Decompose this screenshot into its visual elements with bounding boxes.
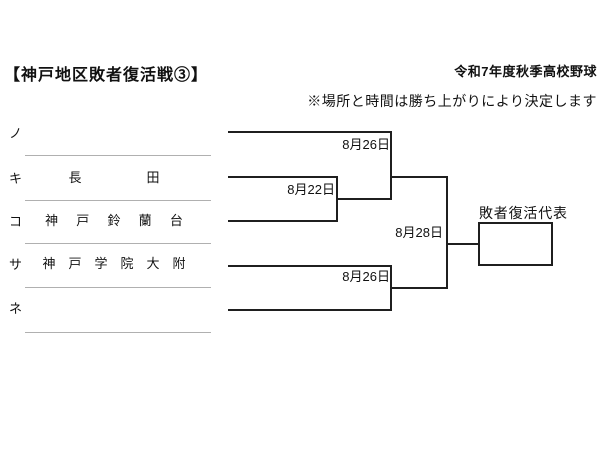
team-name-char: 鈴 bbox=[107, 213, 121, 228]
team-name-char: 神 bbox=[45, 213, 59, 228]
team-seed: ノ bbox=[9, 126, 23, 141]
team-seed: ネ bbox=[9, 301, 23, 316]
bracket-winner-line-semi-top bbox=[390, 176, 448, 178]
team-name: 神戸鈴蘭台 bbox=[36, 214, 192, 228]
match-date-semi-bottom: 8月26日 bbox=[342, 269, 390, 284]
team-underline bbox=[25, 332, 211, 333]
team-name bbox=[36, 126, 192, 140]
schedule-note: ※場所と時間は勝ち上がりにより決定します bbox=[307, 93, 597, 109]
team-name-char: 長 bbox=[68, 170, 82, 185]
team-name-char: 戸 bbox=[68, 256, 82, 271]
match-date-quarter: 8月22日 bbox=[287, 182, 335, 197]
team-name-char: 戸 bbox=[76, 213, 90, 228]
team-name: 神戸学院大附 bbox=[36, 257, 192, 271]
bracket-line-row1 bbox=[228, 131, 391, 133]
tournament-title: 令和7年度秋季高校野球 bbox=[454, 64, 597, 79]
team-name bbox=[36, 301, 192, 315]
match-date-semi-top: 8月26日 bbox=[342, 137, 390, 152]
page-title: 【神戸地区敗者復活戦③】 bbox=[4, 67, 209, 84]
team-name-char: 田 bbox=[146, 170, 160, 185]
team-name-char: 台 bbox=[169, 213, 183, 228]
team-name: 長田 bbox=[36, 171, 192, 185]
bracket-line-row5 bbox=[228, 309, 391, 311]
team-underline bbox=[25, 287, 211, 288]
team-underline bbox=[25, 155, 211, 156]
bracket-winner-line-quarter bbox=[336, 198, 392, 200]
bracket-line-row2 bbox=[228, 176, 337, 178]
winner-box bbox=[478, 222, 553, 266]
bracket-line-row3 bbox=[228, 220, 337, 222]
match-date-final: 8月28日 bbox=[395, 225, 443, 240]
team-name-char: 院 bbox=[120, 256, 134, 271]
bracket-line-row4 bbox=[228, 265, 391, 267]
team-seed: キ bbox=[9, 171, 23, 186]
bracket-connector-semi-top bbox=[390, 131, 392, 200]
team-name-char: 学 bbox=[94, 256, 108, 271]
winner-label: 敗者復活代表 bbox=[479, 205, 568, 221]
team-name-char: 神 bbox=[42, 256, 56, 271]
team-seed: サ bbox=[9, 257, 23, 272]
team-name-char: 大 bbox=[146, 256, 160, 271]
bracket-connector-final bbox=[446, 176, 448, 289]
bracket-winner-line-final bbox=[446, 243, 478, 245]
team-seed: コ bbox=[9, 214, 23, 229]
team-name-char: 附 bbox=[172, 256, 186, 271]
team-underline bbox=[25, 243, 211, 244]
bracket-winner-line-semi-bottom bbox=[390, 287, 448, 289]
team-underline bbox=[25, 200, 211, 201]
team-name-char: 蘭 bbox=[138, 213, 152, 228]
